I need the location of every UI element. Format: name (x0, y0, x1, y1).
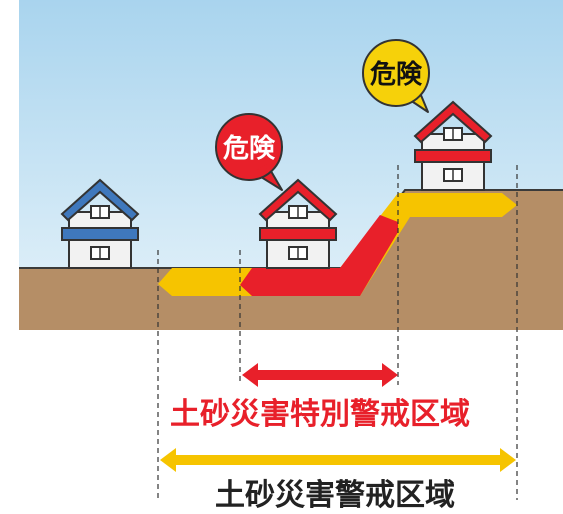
house-danger-hill (413, 100, 493, 191)
house-danger-red (258, 178, 338, 269)
special-zone-arrow (242, 363, 398, 387)
danger-label-red: 危険 (223, 133, 276, 164)
red-special-warning-zone (240, 215, 398, 296)
warning-zone-label: 土砂災害警戒区域 (215, 478, 455, 513)
danger-bubble-red: 危険 (215, 113, 283, 191)
zone-boundary-lines (157, 165, 518, 500)
yellow-warning-zone (158, 193, 517, 296)
special-warning-zone-label: 土砂災害特別警戒区域 (170, 397, 470, 432)
danger-bubble-yellow: 危険 (362, 39, 430, 113)
warning-zone-arrow (160, 448, 516, 472)
ground (19, 190, 563, 330)
house-safe-blue (60, 178, 140, 269)
danger-label-yellow: 危険 (370, 59, 423, 90)
